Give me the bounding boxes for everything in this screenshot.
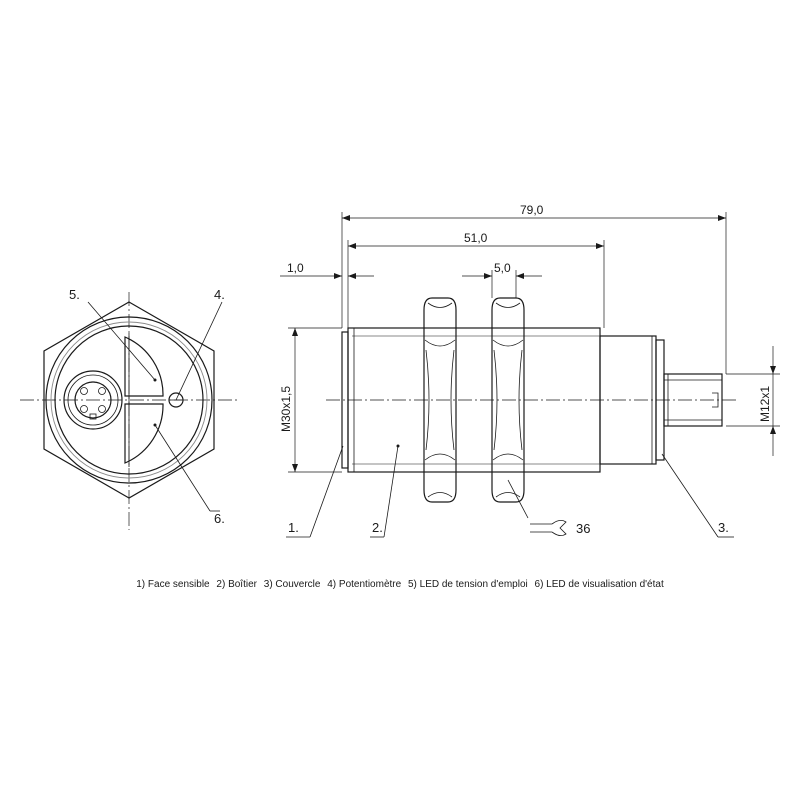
side-view: 79,0 51,0 1,0 5,0 M30x1,5 M12x1 1. bbox=[279, 203, 780, 538]
callout-4: 4. bbox=[214, 287, 225, 302]
housing-body bbox=[347, 327, 601, 473]
nut-2 bbox=[491, 297, 525, 503]
legend: 1) Face sensible 2) Boîtier 3) Couvercle… bbox=[0, 579, 800, 590]
legend-item-6: 6) LED de visualisation d'état bbox=[534, 579, 664, 590]
callout-2: 2. bbox=[372, 520, 383, 535]
callout-5: 5. bbox=[69, 287, 80, 302]
legend-item-3: 3) Couvercle bbox=[263, 579, 321, 590]
legend-item-1: 1) Face sensible bbox=[136, 579, 210, 590]
m12-connector bbox=[663, 373, 723, 427]
callout-1: 1. bbox=[288, 520, 299, 535]
legend-item-4: 4) Potentiomètre bbox=[327, 579, 402, 590]
callout-6: 6. bbox=[214, 511, 225, 526]
callout-3: 3. bbox=[718, 520, 729, 535]
dim-overall-length: 79,0 bbox=[520, 203, 544, 217]
legend-item-5: 5) LED de tension d'emploi bbox=[407, 579, 528, 590]
legend-item-2: 2) Boîtier bbox=[216, 579, 257, 590]
wrench-size: 36 bbox=[576, 521, 590, 536]
dim-face-offset: 1,0 bbox=[287, 261, 304, 275]
wrench-icon bbox=[530, 520, 567, 536]
end-view: 5. 4. 6. bbox=[20, 287, 238, 530]
potentiometer-icon bbox=[168, 392, 184, 408]
dim-thread-connector: M12x1 bbox=[758, 386, 772, 422]
dim-thread-body: M30x1,5 bbox=[279, 386, 293, 432]
hex-nut-outline bbox=[43, 301, 215, 499]
m12-connector-face bbox=[63, 370, 123, 430]
dim-nut-thickness: 5,0 bbox=[494, 261, 511, 275]
nut-1 bbox=[423, 297, 457, 503]
dim-body-length: 51,0 bbox=[464, 231, 488, 245]
